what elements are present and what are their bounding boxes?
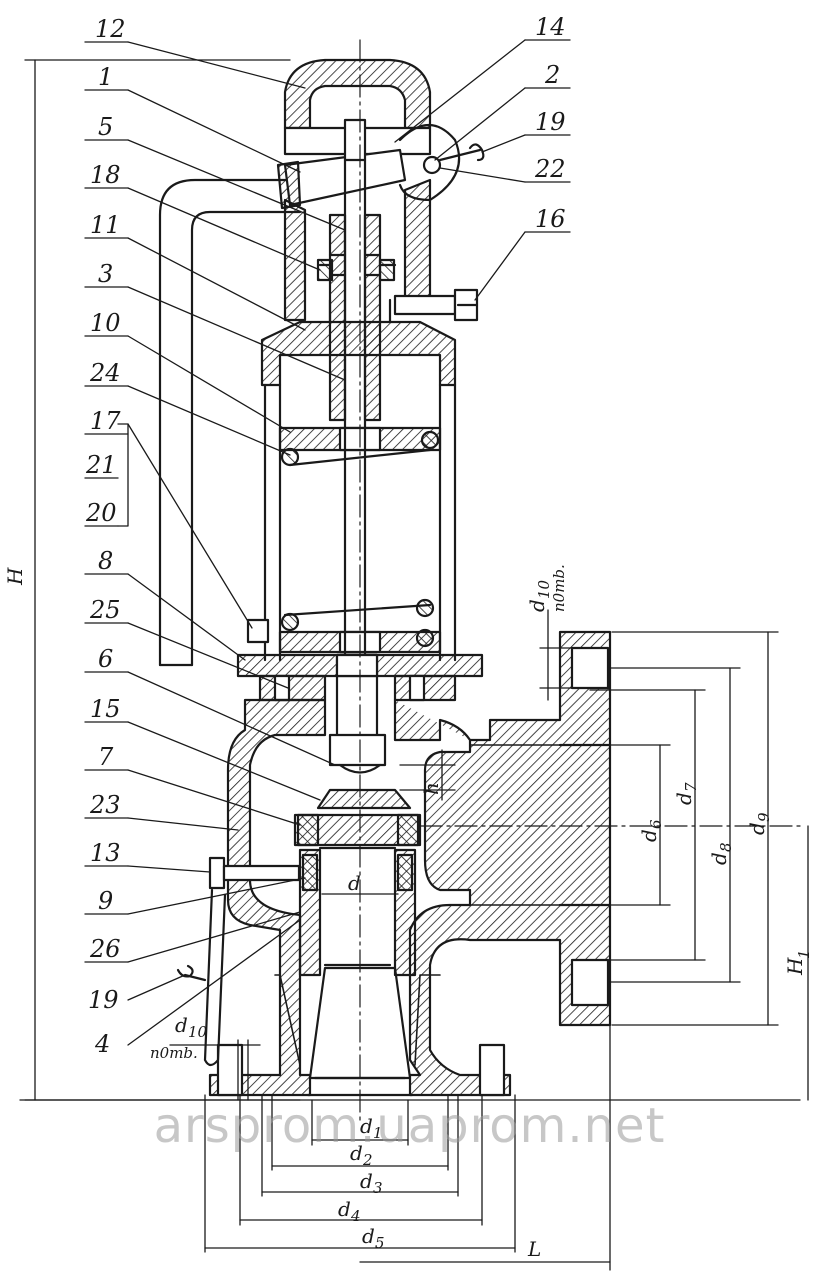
- dim-d10-top: d 10 n0mb.: [525, 564, 568, 612]
- callout-23: 23: [89, 791, 121, 819]
- dim-d3: d 3: [360, 1169, 383, 1197]
- callout-8: 8: [98, 547, 113, 575]
- valve-body: [208, 630, 612, 1097]
- callout-6: 6: [98, 645, 113, 673]
- lever-handle: [158, 124, 485, 667]
- svg-text:1: 1: [795, 949, 813, 959]
- bonnet: [260, 178, 479, 387]
- dim-h: h: [419, 782, 443, 795]
- disc-and-seat: [208, 788, 422, 977]
- callout-10: 10: [90, 309, 121, 337]
- center-lines: [359, 39, 801, 1126]
- callout-12: 12: [95, 15, 126, 43]
- callout-3: 3: [98, 260, 113, 288]
- callout-18: 18: [90, 161, 121, 189]
- dim-H1: H 1: [783, 949, 813, 976]
- svg-text:n0mb.: n0mb.: [150, 1044, 198, 1062]
- callout-5: 5: [98, 113, 113, 141]
- callout-7: 7: [98, 743, 114, 771]
- callout-25: 25: [89, 596, 121, 624]
- watermark-text: arsprom.uaprom.net: [153, 1098, 666, 1154]
- dimension-labels: H H 1 L h d d 1 d 2 d 3 d 4 d 5 d 6: [3, 564, 813, 1261]
- callout-19-top: 19: [535, 108, 566, 136]
- svg-text:n0mb.: n0mb.: [550, 564, 568, 612]
- callout-16: 16: [535, 205, 566, 233]
- svg-text:10: 10: [188, 1023, 208, 1041]
- callout-2: 2: [544, 61, 560, 89]
- spring-cage: [246, 383, 457, 662]
- callout-20: 20: [85, 499, 117, 527]
- dim-d1: d 1: [360, 1114, 383, 1142]
- callout-17: 17: [90, 407, 121, 435]
- svg-text:d: d: [637, 829, 661, 842]
- dim-d8: d 8: [707, 842, 735, 865]
- svg-text:6: 6: [647, 819, 665, 829]
- dim-d5: d 5: [362, 1224, 385, 1252]
- dim-d10-bottom: d 10 n0mb.: [150, 1013, 208, 1062]
- callout-21: 21: [85, 451, 117, 479]
- seal-wire: [176, 888, 227, 1067]
- callout-14: 14: [535, 13, 566, 41]
- cover-plate: [236, 653, 484, 702]
- callout-22: 22: [534, 155, 566, 183]
- callout-4: 4: [94, 1030, 110, 1058]
- svg-text:H: H: [783, 957, 807, 976]
- svg-text:9: 9: [755, 812, 773, 822]
- leader-lines: [84, 39, 571, 1046]
- svg-text:1: 1: [373, 1124, 383, 1142]
- callout-13: 13: [90, 839, 121, 867]
- svg-text:d: d: [360, 1114, 373, 1138]
- dim-H: H: [3, 567, 27, 586]
- callout-15: 15: [90, 695, 121, 723]
- callout-9: 9: [98, 887, 113, 915]
- callout-26: 26: [89, 935, 121, 963]
- svg-text:d: d: [672, 792, 696, 805]
- dim-d4: d 4: [338, 1197, 361, 1225]
- dim-d2: d 2: [350, 1141, 373, 1169]
- valve-stem: [316, 118, 397, 774]
- callout-19-bottom: 19: [88, 986, 119, 1014]
- svg-text:7: 7: [682, 782, 700, 792]
- callout-11: 11: [90, 211, 121, 239]
- svg-text:2: 2: [362, 1151, 373, 1169]
- svg-text:3: 3: [373, 1179, 383, 1197]
- dim-d9: d 9: [745, 812, 773, 835]
- dim-d: d: [348, 871, 361, 895]
- callout-24: 24: [89, 359, 121, 387]
- svg-text:5: 5: [375, 1234, 385, 1252]
- svg-text:d: d: [707, 852, 731, 865]
- svg-text:d: d: [175, 1013, 188, 1037]
- svg-text:d: d: [350, 1141, 363, 1165]
- svg-text:d: d: [745, 822, 769, 835]
- dim-d6: d 6: [637, 819, 665, 842]
- svg-text:d: d: [525, 599, 549, 612]
- dim-d7: d 7: [672, 782, 700, 805]
- svg-text:8: 8: [717, 842, 735, 852]
- dimension-lines: [19, 59, 809, 1271]
- svg-text:10: 10: [535, 579, 553, 599]
- dim-L: L: [527, 1237, 541, 1261]
- callouts-left: 12 1 5 18 11 3 10 24 17 21 20 8 25 6 15 …: [85, 15, 126, 1058]
- svg-text:d: d: [338, 1197, 351, 1221]
- svg-text:d: d: [362, 1224, 375, 1248]
- svg-text:4: 4: [350, 1207, 361, 1225]
- callouts-right: 14 2 19 22 16: [534, 13, 566, 233]
- callout-1: 1: [98, 63, 113, 91]
- svg-text:d: d: [360, 1169, 373, 1193]
